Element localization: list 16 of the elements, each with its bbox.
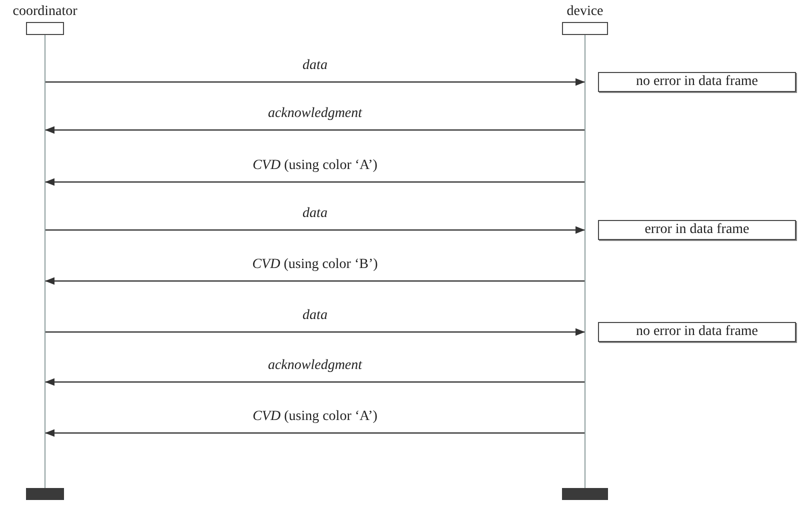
note-text: no error in data frame — [636, 74, 758, 90]
message-arrow — [45, 78, 585, 86]
note-text: no error in data frame — [636, 324, 758, 340]
note-box — [598, 220, 796, 240]
participant-name: coordinator — [12, 4, 78, 20]
message-arrow — [45, 178, 585, 186]
note-box — [598, 322, 796, 342]
message-arrow — [45, 277, 585, 285]
message-arrow — [45, 226, 585, 234]
message-arrow — [45, 126, 585, 134]
note-text: error in data frame — [644, 222, 750, 238]
message-arrow — [45, 429, 585, 437]
message-arrow — [45, 378, 585, 386]
message-arrow — [45, 328, 585, 336]
participant-name: device — [566, 4, 604, 20]
note-box — [598, 72, 796, 92]
